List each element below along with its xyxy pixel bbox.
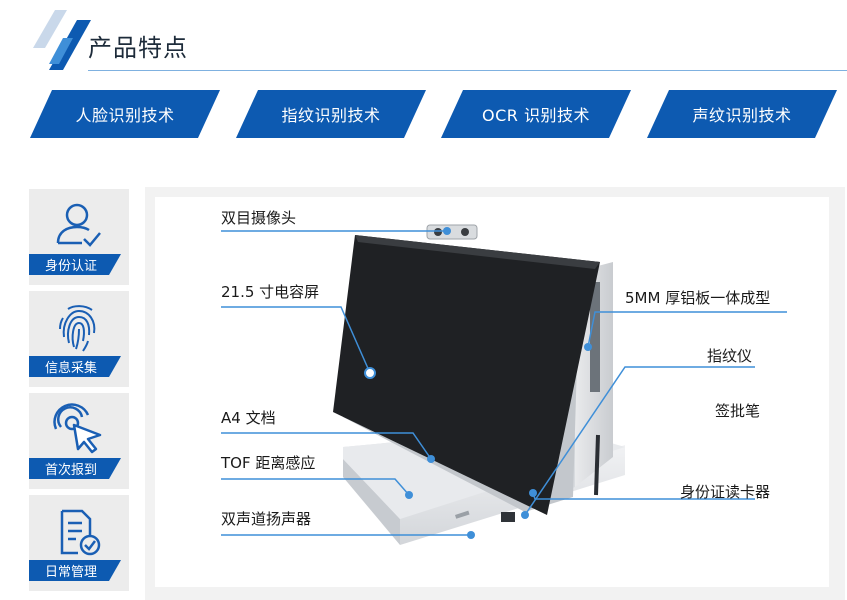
callout-id-card-reader: 身份证读卡器 [680, 483, 771, 501]
feature-info-collection[interactable]: 信息采集 [29, 291, 129, 387]
page-title: 产品特点 [88, 34, 188, 62]
feature-label: 信息采集 [29, 356, 121, 377]
document-check-icon [60, 509, 101, 556]
feature-identity-auth[interactable]: 身份认证 [29, 189, 129, 285]
feature-label: 日常管理 [29, 560, 121, 581]
fingerprint-icon [59, 305, 96, 352]
tab-voiceprint-recognition[interactable]: 声纹识别技术 [647, 90, 837, 138]
callout-fingerprint-reader: 指纹仪 [707, 347, 753, 365]
kiosk-device-illustration [221, 224, 787, 545]
user-check-icon [56, 203, 101, 247]
tab-label: 指纹识别技术 [281, 106, 381, 125]
callout-stereo-speaker: 双声道扬声器 [221, 510, 312, 528]
callout-aluminum-body: 5MM 厚铝板一体成型 [625, 289, 771, 307]
callout-capacitive-screen: 21.5 寸电容屏 [221, 283, 320, 301]
tab-label: OCR 识别技术 [482, 106, 590, 125]
tab-ocr-recognition[interactable]: OCR 识别技术 [441, 90, 631, 138]
callout-a4-document: A4 文档 [221, 409, 276, 427]
tab-face-recognition[interactable]: 人脸识别技术 [30, 90, 220, 138]
touch-target-icon [53, 403, 102, 454]
tab-label: 人脸识别技术 [75, 106, 175, 125]
tab-fingerprint-recognition[interactable]: 指纹识别技术 [236, 90, 426, 138]
brand-slash-logo [33, 10, 91, 70]
header-divider [88, 70, 847, 71]
callout-tof-sensor: TOF 距离感应 [221, 454, 316, 472]
feature-label: 身份认证 [29, 254, 121, 275]
feature-first-checkin[interactable]: 首次报到 [29, 393, 129, 489]
tab-label: 声纹识别技术 [692, 106, 792, 125]
feature-daily-management[interactable]: 日常管理 [29, 495, 129, 591]
callout-binocular-camera: 双目摄像头 [221, 209, 297, 227]
callout-signature-pen: 签批笔 [715, 402, 761, 420]
feature-label: 首次报到 [29, 458, 121, 479]
